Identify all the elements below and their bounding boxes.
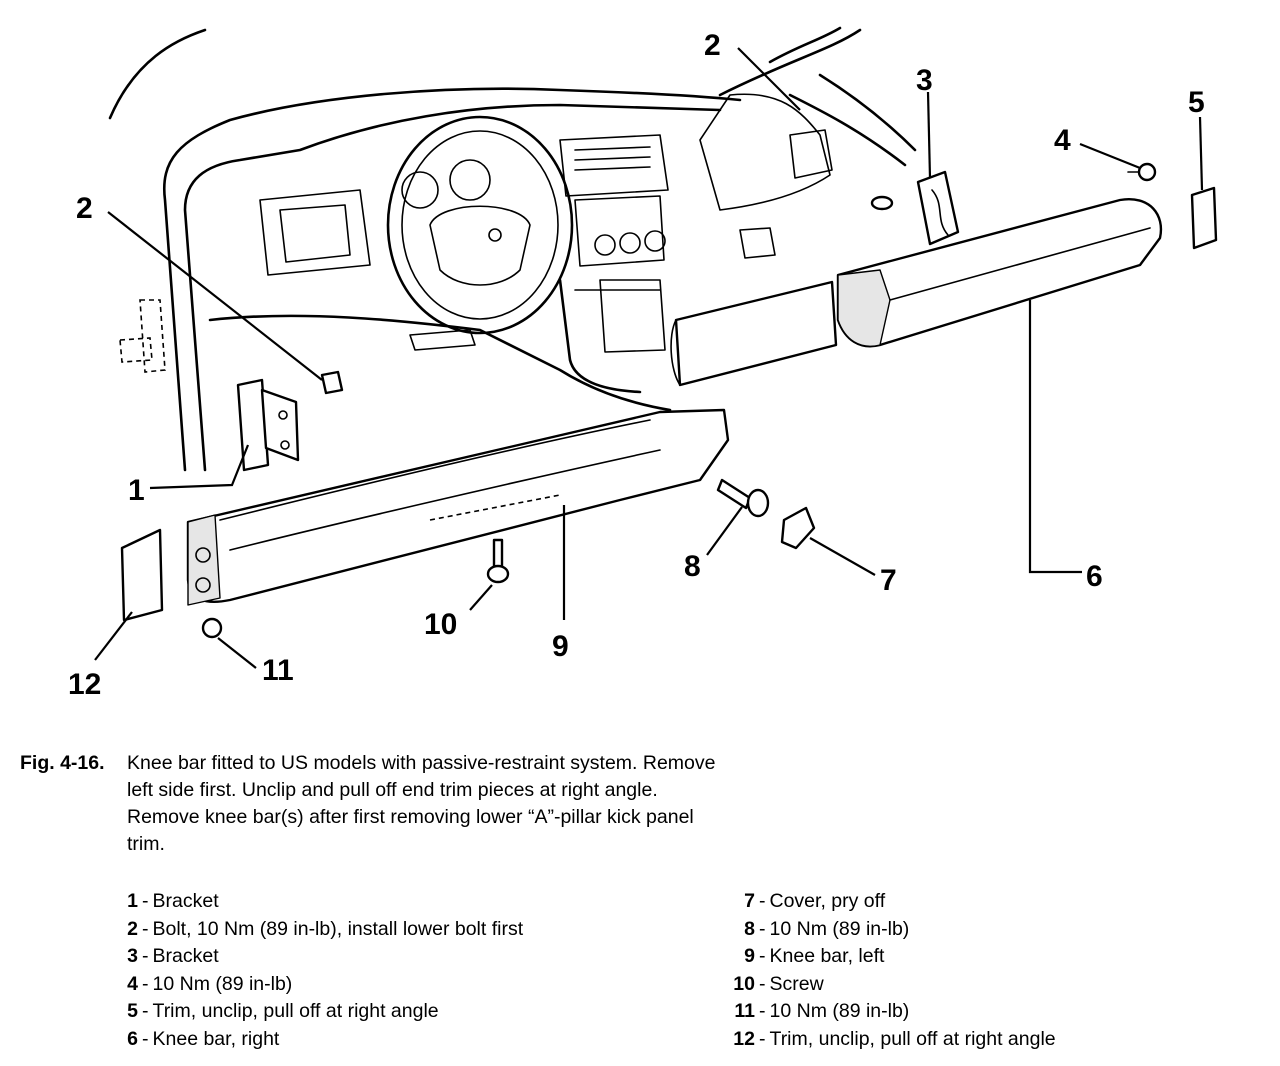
legend-item: 5-Trim, unclip, pull off at right angle xyxy=(124,998,523,1026)
legend-item-text: Knee bar, right xyxy=(152,1027,280,1050)
knee-bar-right xyxy=(670,198,1163,387)
legend-item-number: 10 xyxy=(733,972,755,995)
legend-item-text: 10 Nm (89 in-lb) xyxy=(152,972,293,995)
callout-6: 6 xyxy=(1086,560,1103,593)
screw-10 xyxy=(486,538,510,584)
legend-item-text: Trim, unclip, pull off at right angle xyxy=(152,1000,439,1022)
legend-separator: - xyxy=(142,890,149,912)
steering-wheel xyxy=(386,115,574,335)
callout-10: 10 xyxy=(424,608,457,641)
legend-item: 7-Cover, pry off xyxy=(730,888,1056,916)
legend-item: 11-10 Nm (89 in-lb) xyxy=(730,998,1056,1026)
leader-lines xyxy=(94,47,1204,669)
cover-7 xyxy=(780,506,816,550)
legend-item-number: 4 xyxy=(127,972,138,995)
legend-separator: - xyxy=(142,917,149,940)
bolt-8 xyxy=(716,478,770,518)
callout-2-right: 2 xyxy=(704,29,721,62)
callout-11: 11 xyxy=(262,654,294,687)
legend-item-number: 12 xyxy=(733,1027,755,1050)
legend-separator: - xyxy=(142,1027,149,1050)
legend-item: 3-Bracket xyxy=(124,943,523,971)
legend-item: 12-Trim, unclip, pull off at right angle xyxy=(730,1026,1056,1054)
callout-4: 4 xyxy=(1054,124,1071,157)
legend-item-number: 8 xyxy=(744,917,755,940)
legend-item: 8-10 Nm (89 in-lb) xyxy=(730,916,1056,944)
bolt-left xyxy=(320,370,344,395)
legend-item-text: Screw xyxy=(769,972,824,995)
legend-item: 4-10 Nm (89 in-lb) xyxy=(124,971,523,999)
trim-right xyxy=(1190,186,1218,250)
callout-3: 3 xyxy=(916,64,933,97)
nut-4 xyxy=(1127,162,1157,182)
legend-item-text: 10 Nm (89 in-lb) xyxy=(769,917,910,940)
legend-item: 2-Bolt, 10 Nm (89 in-lb), install lower … xyxy=(124,916,523,944)
bracket-right xyxy=(916,170,960,246)
legend-separator: - xyxy=(142,1000,149,1022)
knee-bar-left xyxy=(186,408,730,606)
legend-item: 10-Screw xyxy=(730,971,1056,999)
legend-item-number: 5 xyxy=(127,1000,138,1022)
callout-2-left: 2 xyxy=(76,192,93,225)
legend-separator: - xyxy=(759,917,766,940)
legend-item: 6-Knee bar, right xyxy=(124,1026,523,1054)
legend-separator: - xyxy=(142,945,149,967)
callout-5: 5 xyxy=(1188,86,1205,119)
legend-item-text: Bolt, 10 Nm (89 in-lb), install lower bo… xyxy=(152,917,524,940)
legend-separator: - xyxy=(759,972,766,995)
legend-item-text: Bracket xyxy=(152,945,219,967)
legend-item-text: Bracket xyxy=(152,890,219,912)
legend-item-number: 2 xyxy=(127,917,138,940)
legend-item-number: 1 xyxy=(127,890,138,912)
legend-separator: - xyxy=(759,1000,766,1022)
legend-item-text: 10 Nm (89 in-lb) xyxy=(769,1000,910,1022)
legend-item-number: 9 xyxy=(744,945,755,967)
dashboard-outline xyxy=(108,26,917,472)
legend-separator: - xyxy=(759,890,766,912)
callout-8: 8 xyxy=(684,550,701,583)
nut-11 xyxy=(201,617,223,639)
legend-item: 9-Knee bar, left xyxy=(730,943,1056,971)
figure-label: Fig. 4-16. xyxy=(20,752,105,774)
callouts: 1 2 2 3 4 5 6 7 8 9 10 11 12 xyxy=(68,29,1205,701)
bolt-right xyxy=(870,195,894,211)
callout-9: 9 xyxy=(552,630,569,663)
legend-item-number: 3 xyxy=(127,945,138,967)
callout-1: 1 xyxy=(128,474,145,507)
legend-item-text: Cover, pry off xyxy=(769,890,886,912)
legend-item-number: 7 xyxy=(744,890,755,912)
legend-item-text: Knee bar, left xyxy=(769,945,885,967)
knee-bar-diagram: 1 2 2 3 4 5 6 7 8 9 10 11 12 xyxy=(68,26,1218,701)
legend-item: 1-Bracket xyxy=(124,888,523,916)
caption-text: Knee bar fitted to US models with passiv… xyxy=(127,752,716,855)
legend-item-number: 11 xyxy=(734,1000,755,1022)
legend-separator: - xyxy=(759,945,766,967)
legend-separator: - xyxy=(142,972,149,995)
legend-item-text: Trim, unclip, pull off at right angle xyxy=(769,1027,1056,1050)
trim-left xyxy=(120,528,164,622)
callout-7: 7 xyxy=(880,564,897,597)
legend-item-number: 6 xyxy=(127,1027,138,1050)
bracket-left xyxy=(236,378,300,472)
legend-separator: - xyxy=(759,1027,766,1050)
callout-12: 12 xyxy=(68,668,101,701)
